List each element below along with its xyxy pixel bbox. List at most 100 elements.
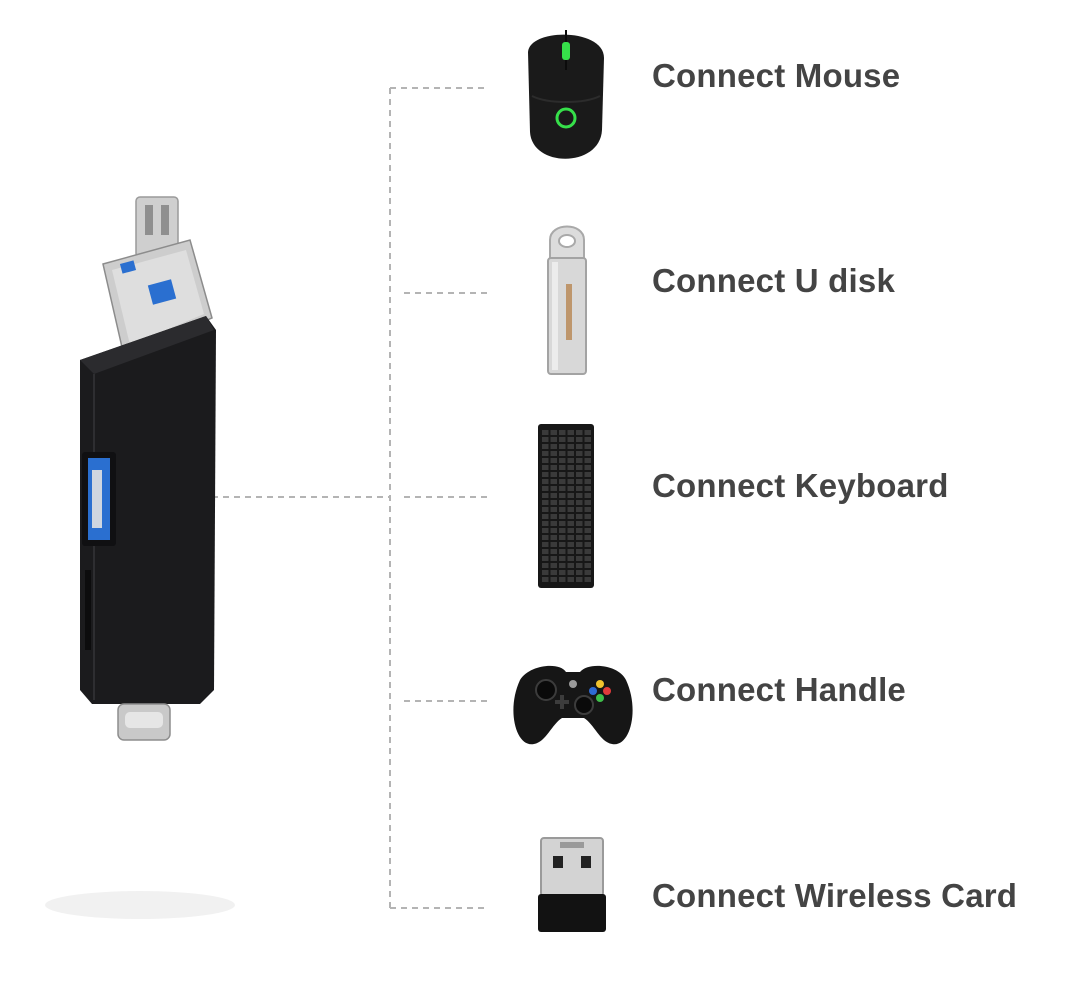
- keyboard-key: [550, 563, 557, 568]
- keyboard-key: [550, 430, 557, 435]
- keyboard-key: [576, 535, 583, 540]
- keyboard-key: [559, 514, 566, 519]
- keyboard-key: [576, 521, 583, 526]
- keyboard-key: [559, 451, 566, 456]
- keyboard-key: [550, 535, 557, 540]
- keyboard-key: [584, 563, 591, 568]
- keyboard-key: [559, 472, 566, 477]
- keyboard-key: [559, 493, 566, 498]
- keyboard-key: [542, 521, 549, 526]
- keyboard-key: [559, 563, 566, 568]
- keyboard-key: [559, 437, 566, 442]
- keyboard-key: [542, 458, 549, 463]
- keyboard-key: [550, 542, 557, 547]
- keyboard-key: [542, 577, 549, 582]
- keyboard-key: [542, 514, 549, 519]
- otg-card-reader-adapter-icon: [45, 196, 235, 919]
- keyboard-key: [550, 528, 557, 533]
- keyboard-key: [576, 528, 583, 533]
- keyboard-key: [542, 437, 549, 442]
- keyboard-key: [576, 563, 583, 568]
- keyboard-key: [567, 542, 574, 547]
- keyboard-icon: [538, 424, 594, 588]
- keyboard-key: [576, 570, 583, 575]
- keyboard-key: [576, 430, 583, 435]
- keyboard-key: [559, 430, 566, 435]
- keyboard-key: [584, 528, 591, 533]
- keyboard-key: [576, 437, 583, 442]
- keyboard-key: [567, 451, 574, 456]
- keyboard-key: [584, 465, 591, 470]
- keyboard-key: [584, 458, 591, 463]
- keyboard-key: [559, 577, 566, 582]
- keyboard-key: [584, 535, 591, 540]
- keyboard-key: [584, 542, 591, 547]
- keyboard-key: [542, 528, 549, 533]
- keyboard-key: [567, 535, 574, 540]
- keyboard-key: [550, 479, 557, 484]
- keyboard-key: [550, 521, 557, 526]
- keyboard-key: [584, 451, 591, 456]
- keyboard-key: [559, 549, 566, 554]
- keyboard-key: [567, 479, 574, 484]
- keyboard-key: [559, 528, 566, 533]
- keyboard-key: [576, 444, 583, 449]
- keyboard-key: [584, 472, 591, 477]
- keyboard-key: [542, 493, 549, 498]
- keyboard-key: [584, 493, 591, 498]
- keyboard-key: [576, 479, 583, 484]
- keyboard-key: [550, 500, 557, 505]
- keyboard-key: [584, 507, 591, 512]
- keyboard-key: [559, 444, 566, 449]
- keyboard-key: [542, 542, 549, 547]
- label-connect-keyboard: Connect Keyboard: [652, 467, 949, 504]
- keyboard-key: [542, 535, 549, 540]
- keyboard-key: [542, 486, 549, 491]
- keyboard-key: [550, 458, 557, 463]
- keyboard-key: [567, 549, 574, 554]
- keyboard-key: [576, 465, 583, 470]
- keyboard-key: [584, 437, 591, 442]
- keyboard-key: [584, 556, 591, 561]
- keyboard-key: [559, 542, 566, 547]
- keyboard-key: [559, 521, 566, 526]
- keyboard-key: [584, 514, 591, 519]
- keyboard-key: [576, 549, 583, 554]
- keyboard-key: [550, 465, 557, 470]
- keyboard-key: [567, 437, 574, 442]
- keyboard-key: [567, 528, 574, 533]
- keyboard-key: [567, 493, 574, 498]
- keyboard-key: [567, 472, 574, 477]
- mouse-icon: [528, 30, 604, 159]
- keyboard-key: [542, 472, 549, 477]
- connector-lines: [212, 87, 488, 909]
- label-connect-handle: Connect Handle: [652, 671, 906, 708]
- keyboard-key: [576, 507, 583, 512]
- keyboard-key: [550, 493, 557, 498]
- keyboard-key: [584, 479, 591, 484]
- keyboard-key: [550, 486, 557, 491]
- keyboard-key: [576, 458, 583, 463]
- keyboard-key: [550, 556, 557, 561]
- keyboard-key: [542, 563, 549, 568]
- label-connect-u-disk: Connect U disk: [652, 262, 896, 299]
- keyboard-key: [550, 549, 557, 554]
- keyboard-key: [584, 500, 591, 505]
- keyboard-key: [542, 500, 549, 505]
- keyboard-key: [542, 465, 549, 470]
- keyboard-key: [567, 514, 574, 519]
- keyboard-key: [567, 570, 574, 575]
- keyboard-key: [559, 556, 566, 561]
- keyboard-key: [550, 514, 557, 519]
- keyboard-key: [542, 507, 549, 512]
- keyboard-key: [567, 507, 574, 512]
- keyboard-key: [559, 570, 566, 575]
- keyboard-key: [576, 514, 583, 519]
- keyboard-key: [550, 451, 557, 456]
- keyboard-key: [567, 577, 574, 582]
- label-connect-wireless-card: Connect Wireless Card: [652, 877, 1018, 914]
- keyboard-key: [542, 444, 549, 449]
- keyboard-key: [576, 556, 583, 561]
- keyboard-key: [584, 444, 591, 449]
